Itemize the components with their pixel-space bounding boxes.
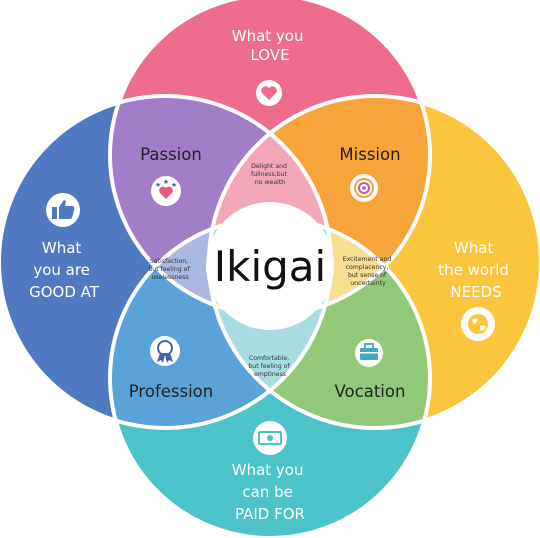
paid-label: What you can be PAID FOR — [232, 461, 309, 523]
stars-heart-icon: ★ ★ ★ — [151, 176, 181, 206]
target-icon — [350, 174, 378, 202]
good-label: What you are GOOD AT — [29, 239, 100, 301]
money-icon — [253, 421, 287, 455]
note-bottom: Comfortable, but feeling of emptiness — [248, 355, 291, 378]
ikigai-center — [206, 202, 334, 330]
love-label: What you LOVE — [232, 27, 309, 64]
svg-text:★: ★ — [171, 181, 177, 189]
award-ribbon-icon — [150, 336, 180, 366]
profession-label: Profession — [129, 382, 213, 401]
ikigai-title: Ikigai — [214, 242, 326, 291]
svg-text:★: ★ — [163, 178, 169, 186]
note-top: Delight and fullness,but no wealth — [251, 163, 289, 186]
note-left: Satisfaction, but feeling of uselessness — [148, 258, 191, 281]
needs-label: What the world NEEDS — [438, 239, 513, 301]
briefcase-icon — [355, 339, 383, 367]
note-right: Excitement and complacency, but sense of… — [343, 256, 394, 287]
vocation-label: Vocation — [335, 382, 406, 401]
globe-icon — [461, 307, 495, 341]
thumbs-up-icon — [46, 193, 80, 227]
svg-text:★: ★ — [155, 181, 161, 189]
passion-label: Passion — [140, 145, 202, 164]
heart-icon — [256, 80, 282, 106]
mission-label: Mission — [339, 145, 400, 164]
